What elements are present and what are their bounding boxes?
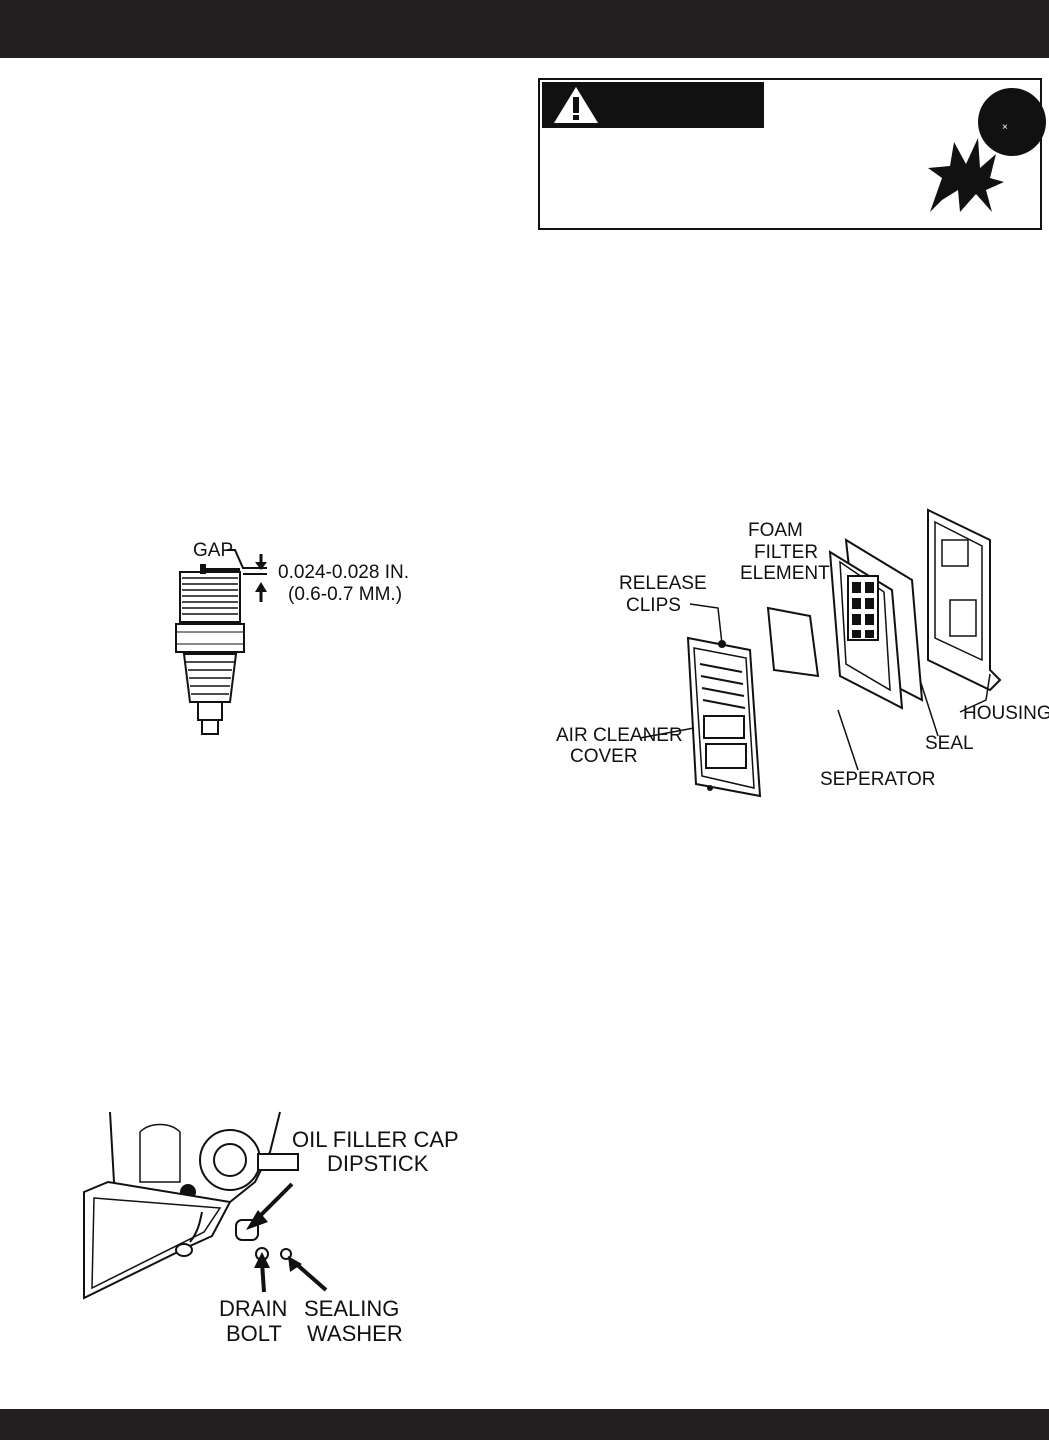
cover-label-1: AIR CLEANER — [556, 725, 683, 746]
separator-label: SEPERATOR — [820, 769, 936, 790]
sealing-washer-label-1: SEALING — [304, 1296, 400, 1321]
release-clips-label-1: RELEASE — [619, 573, 707, 594]
explosion-icon: × — [928, 88, 1046, 212]
header-bar — [0, 0, 1049, 58]
spark-plug-diagram — [175, 564, 245, 735]
warning-triangle-icon — [554, 87, 598, 123]
foam-filter-label-1: FOAM — [748, 520, 803, 541]
foam-filter-label-2: FILTER — [754, 542, 819, 563]
oil-drain-diagram — [83, 1111, 299, 1300]
drain-bolt-label-1: DRAIN — [219, 1296, 288, 1321]
filler-cap-label-2: DIPSTICK — [327, 1151, 429, 1176]
air-cleaner-diagram — [686, 508, 1002, 798]
drain-bolt-label-2: BOLT — [226, 1321, 282, 1346]
gap-label: GAP — [193, 540, 234, 561]
release-clips-label-2: CLIPS — [626, 595, 681, 616]
warning-header — [542, 82, 764, 128]
cover-label-2: COVER — [570, 746, 638, 767]
footer-bar — [0, 1409, 1049, 1440]
gap-millimeters: (0.6-0.7 MM.) — [288, 584, 403, 605]
gap-inches: 0.024-0.028 IN. — [278, 562, 409, 583]
seal-label: SEAL — [925, 733, 974, 754]
warning-box: × — [538, 78, 1046, 230]
foam-filter-label-3: ELEMENT — [740, 563, 830, 584]
filler-cap-label-1: OIL FILLER CAP — [292, 1127, 459, 1152]
svg-text:×: × — [1002, 122, 1008, 133]
sealing-washer-label-2: WASHER — [307, 1321, 403, 1346]
gap-pointer — [227, 549, 267, 602]
housing-label: HOUSING — [963, 703, 1049, 724]
